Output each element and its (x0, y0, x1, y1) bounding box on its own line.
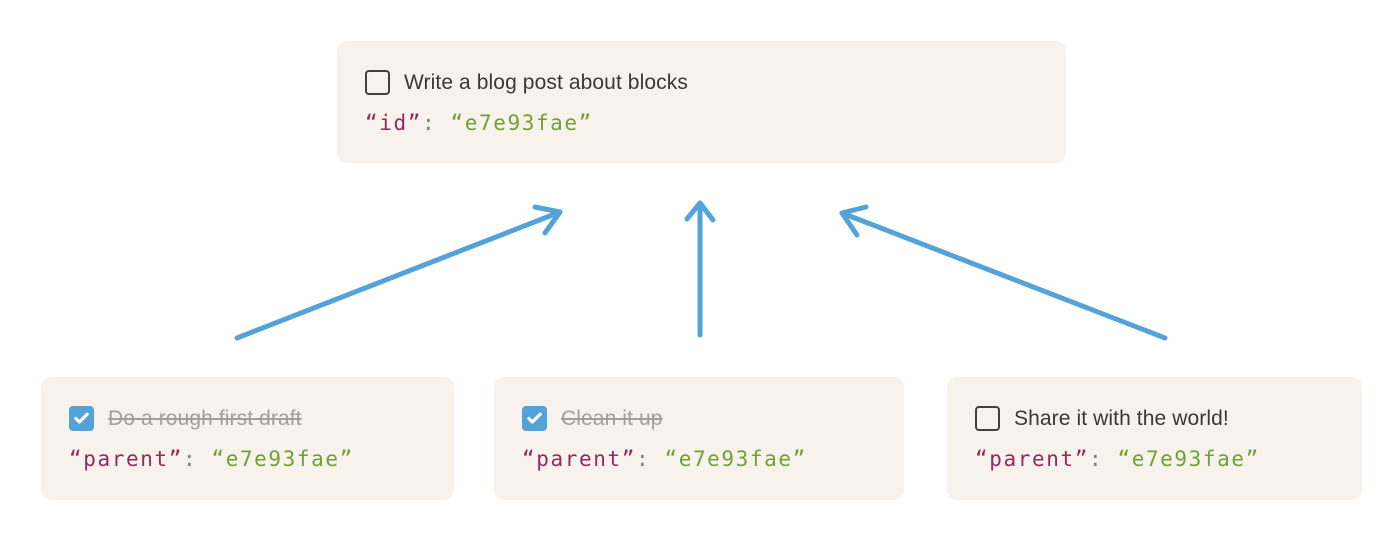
task-row: Clean it up (522, 404, 876, 432)
block-parent-code: “parent”: “e7e93fae” (69, 449, 426, 470)
code-value: “e7e93fae” (664, 447, 807, 471)
code-separator: : (182, 447, 212, 471)
task-label: Write a blog post about blocks (404, 70, 688, 94)
parent-task-card: Write a blog post about blocks “id”: “e7… (337, 41, 1066, 163)
child-task-card-clean-up: Clean it up “parent”: “e7e93fae” (494, 377, 904, 500)
code-key: “id” (365, 111, 422, 135)
block-parent-code: “parent”: “e7e93fae” (975, 449, 1334, 470)
check-icon (527, 412, 542, 424)
task-label: Share it with the world! (1014, 406, 1229, 430)
child-task-card-share: Share it with the world! “parent”: “e7e9… (947, 377, 1362, 500)
task-row: Share it with the world! (975, 404, 1334, 432)
checkbox-unchecked[interactable] (365, 69, 390, 95)
code-key: “parent” (69, 447, 183, 471)
task-row: Do a rough first draft (69, 404, 426, 432)
arrow-middle-icon (684, 200, 716, 338)
block-parent-code: “parent”: “e7e93fae” (522, 449, 876, 470)
checkbox-checked[interactable] (522, 405, 547, 431)
checkbox-checked[interactable] (69, 405, 94, 431)
code-separator: : (1088, 447, 1118, 471)
check-icon (74, 412, 89, 424)
task-label: Clean it up (561, 406, 663, 430)
arrow-left-icon (234, 204, 563, 341)
arrow-right-icon (839, 204, 1168, 341)
checkbox-unchecked[interactable] (975, 405, 1000, 431)
task-label: Do a rough first draft (108, 406, 302, 430)
code-separator: : (421, 111, 451, 135)
child-task-card-first-draft: Do a rough first draft “parent”: “e7e93f… (41, 377, 454, 500)
code-separator: : (635, 447, 665, 471)
code-value: “e7e93fae” (1117, 447, 1260, 471)
task-row: Write a blog post about blocks (365, 68, 1038, 96)
block-id-code: “id”: “e7e93fae” (365, 113, 1038, 134)
code-key: “parent” (522, 447, 636, 471)
code-value: “e7e93fae” (211, 447, 354, 471)
code-value: “e7e93fae” (450, 111, 593, 135)
code-key: “parent” (975, 447, 1089, 471)
